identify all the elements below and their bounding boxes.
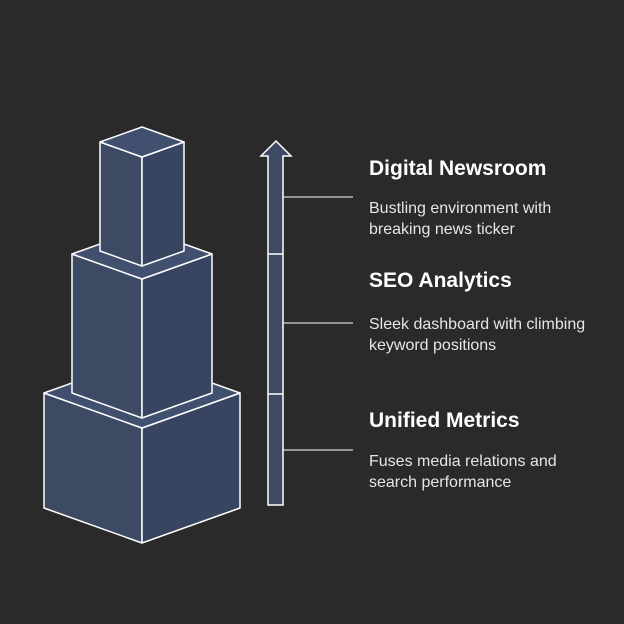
item-description-seo-analytics: Sleek dashboard with climbing keyword po… [369,316,586,354]
block-stack [43,126,241,544]
block-middle-front [71,253,143,419]
block-top [99,126,185,267]
block-middle-side [141,253,213,419]
item-title-seo-analytics: SEO Analytics [369,269,512,292]
block-top-side [141,141,185,267]
progress-arrow [259,139,293,506]
up-arrow-icon [259,139,293,506]
connectors [283,196,353,451]
item-description-digital-newsroom: Bustling environment with breaking news … [369,200,552,238]
item-title-unified-metrics: Unified Metrics [369,409,520,432]
item-description-unified-metrics: Fuses media relations and search perform… [369,453,557,491]
item-title-digital-newsroom: Digital Newsroom [369,157,547,180]
block-top-front [99,141,143,267]
block-top-top [99,126,185,158]
